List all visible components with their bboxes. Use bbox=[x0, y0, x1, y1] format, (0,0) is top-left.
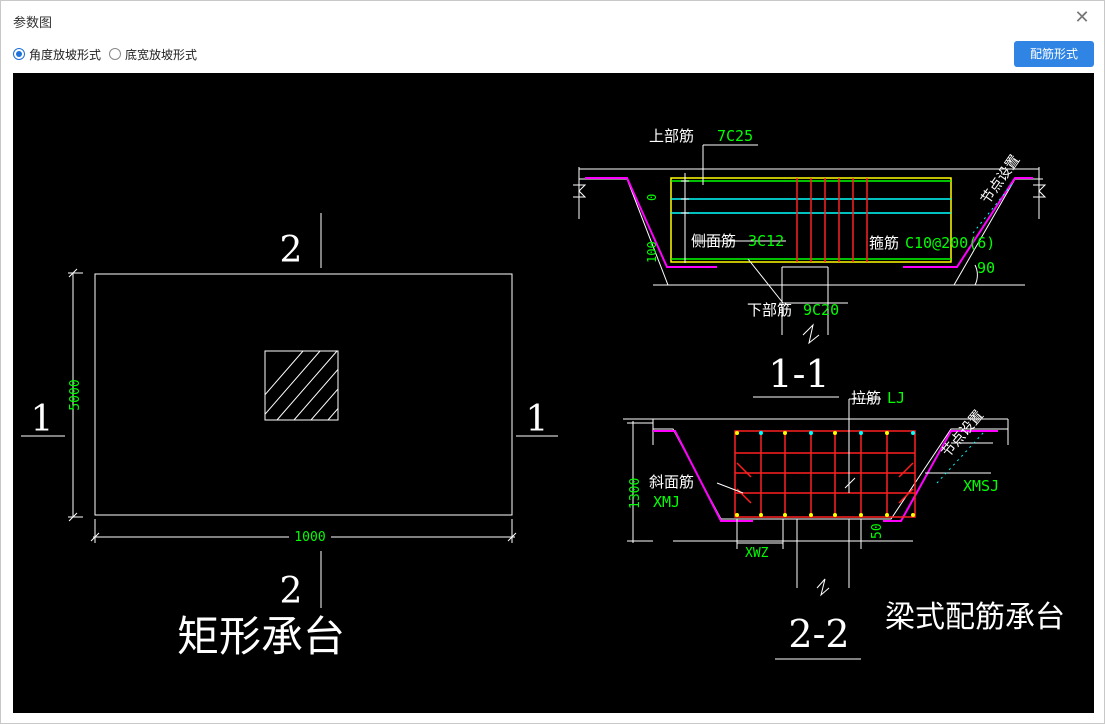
column-outline bbox=[264, 350, 339, 421]
section-2-top-label: 2 bbox=[280, 230, 303, 271]
radio-unchecked-icon[interactable] bbox=[109, 48, 122, 60]
close-icon[interactable]: ✕ bbox=[1074, 7, 1090, 28]
slope-bar-label: 斜面筋 bbox=[649, 473, 694, 491]
section-1-1-title: 1-1 bbox=[768, 352, 829, 396]
cad-drawing: 2 2 1 1 5000 1000 矩形承台 bbox=[21, 127, 1065, 661]
side-bar-label: 侧面筋 bbox=[691, 232, 736, 250]
xwz-label: XWZ bbox=[745, 546, 769, 561]
bottom-bar-label: 下部筋 bbox=[747, 301, 792, 319]
angle-label: 90 bbox=[977, 259, 995, 277]
rebar-form-button[interactable]: 配筋形式 bbox=[1014, 41, 1094, 67]
beam-cap-caption: 梁式配筋承台 bbox=[885, 600, 1065, 635]
dim-50-label: 50 bbox=[870, 523, 885, 539]
dim-1300-label: 1300 bbox=[628, 478, 643, 509]
dim-top-label: 0 bbox=[645, 194, 659, 201]
plan-view bbox=[21, 213, 558, 608]
rect-cap-caption: 矩形承台 bbox=[177, 612, 345, 661]
xmsj-label: XMSJ bbox=[963, 477, 999, 495]
dim-5000-label: 5000 bbox=[68, 379, 83, 410]
side-bar-value: 3C12 bbox=[748, 232, 784, 250]
section-1-left-label: 1 bbox=[31, 399, 54, 440]
window-title: 参数图 bbox=[13, 16, 53, 31]
node-setting-label-2: 节点设置 bbox=[939, 407, 987, 460]
cap-outline bbox=[94, 273, 513, 516]
section-2-bottom-label: 2 bbox=[280, 571, 303, 612]
top-bar-label: 上部筋 bbox=[649, 127, 694, 145]
option-width-slope-label: 底宽放坡形式 bbox=[125, 47, 198, 62]
option-angle-slope[interactable]: 角度放坡形式 bbox=[13, 46, 101, 63]
stirrup-value: C10@200(6) bbox=[905, 234, 995, 252]
slope-bar-value: XMJ bbox=[653, 493, 680, 511]
bottom-bar-value: 9C20 bbox=[803, 301, 839, 319]
column-hatch bbox=[265, 351, 338, 420]
top-bar-value: 7C25 bbox=[717, 127, 753, 145]
section-1-1 bbox=[573, 144, 1047, 345]
section-1-right-label: 1 bbox=[526, 399, 549, 440]
radio-checked-icon[interactable] bbox=[13, 48, 25, 60]
tie-bar-value: LJ bbox=[887, 389, 905, 407]
dim-1000-label: 1000 bbox=[294, 530, 325, 545]
slope-type-options: 角度放坡形式 底宽放坡形式 bbox=[13, 45, 205, 63]
stirrup-label: 箍筋 bbox=[869, 234, 899, 252]
rebar-dots bbox=[735, 431, 915, 517]
option-angle-slope-label: 角度放坡形式 bbox=[29, 47, 102, 62]
tie-bar-label: 拉筋 bbox=[851, 389, 881, 407]
section-2-2-title: 2-2 bbox=[788, 612, 849, 656]
section-2-2 bbox=[623, 398, 1009, 597]
option-width-slope[interactable]: 底宽放坡形式 bbox=[109, 46, 197, 63]
parameter-drawing-canvas: 2 2 1 1 5000 1000 矩形承台 bbox=[13, 73, 1094, 713]
dim-side-label: 100 bbox=[645, 241, 659, 263]
